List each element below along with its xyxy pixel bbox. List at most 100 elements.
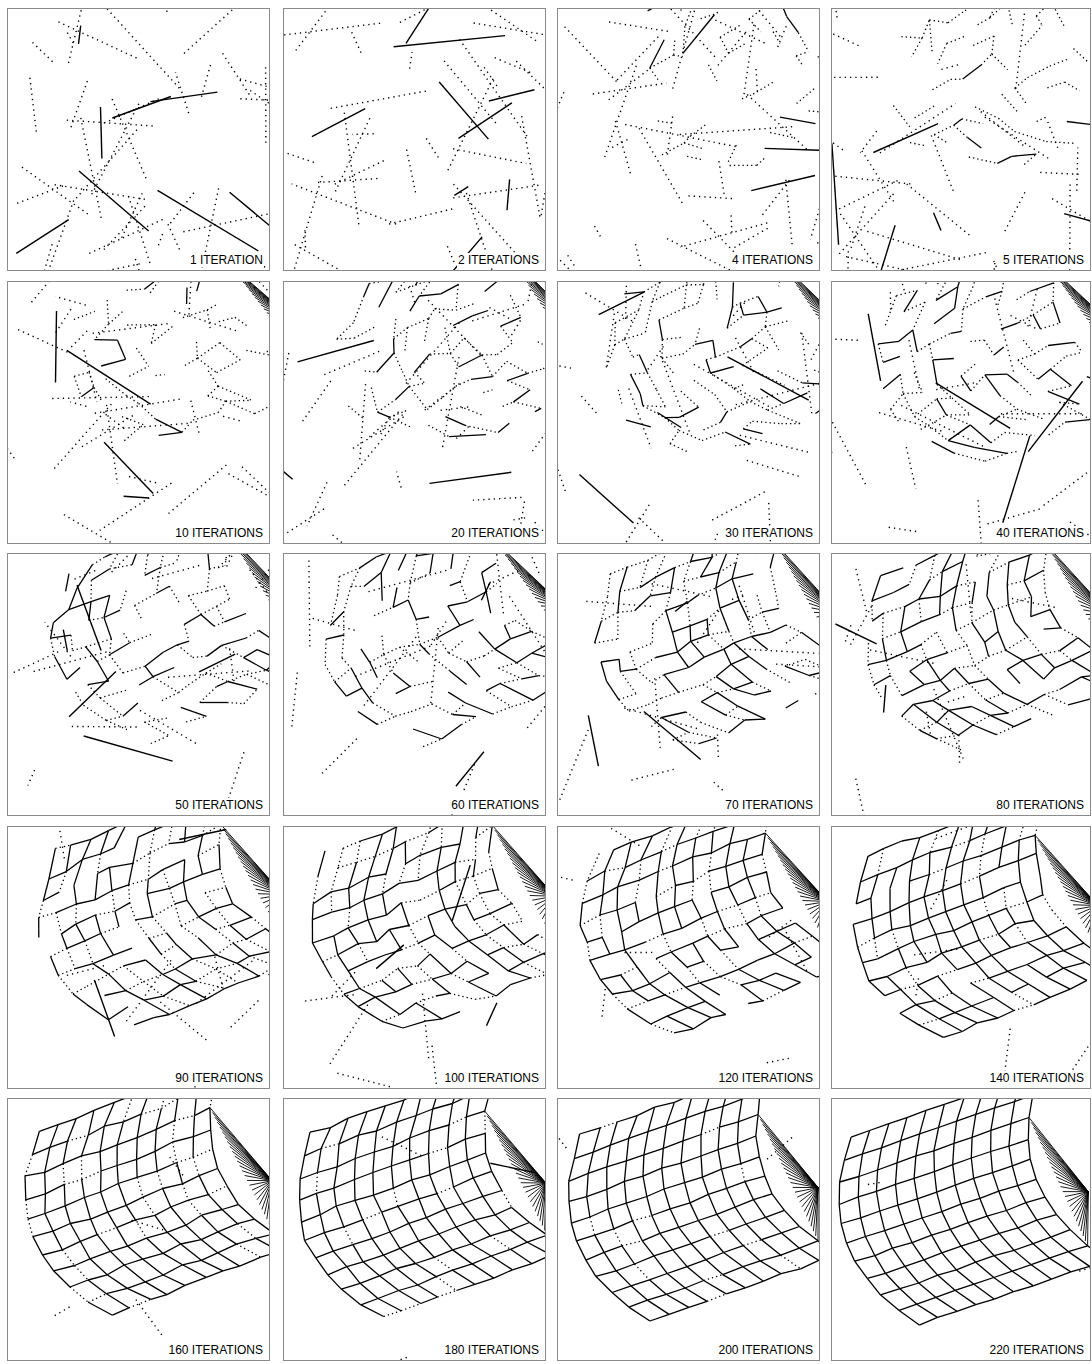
mesh-edge	[129, 863, 133, 885]
mesh-edge	[738, 706, 765, 719]
hatch-line	[1054, 282, 1090, 329]
mesh-edge	[1036, 9, 1051, 16]
mesh-edge	[73, 647, 86, 651]
mesh-edge	[415, 372, 425, 383]
mesh-edge	[996, 727, 1014, 735]
mesh-edge	[948, 425, 970, 441]
mesh-edge	[951, 78, 963, 80]
mesh-edge	[95, 874, 98, 900]
mesh-edge	[952, 586, 956, 608]
hatch-line	[784, 558, 819, 614]
mesh-edge	[98, 854, 101, 874]
mesh-edge	[49, 848, 56, 879]
mesh-edge	[693, 871, 709, 881]
mesh-edge	[689, 657, 705, 667]
mesh-edge	[656, 897, 658, 913]
mesh-edge	[313, 943, 323, 962]
mesh-edge	[921, 632, 936, 645]
dotted-trace	[101, 107, 102, 158]
dotted-trace	[52, 397, 150, 399]
mesh-edge	[624, 292, 644, 294]
dotted-trace	[181, 214, 268, 232]
mesh-edge	[1024, 555, 1029, 581]
mesh-edge	[1036, 16, 1042, 25]
dotted-trace	[230, 192, 269, 243]
dotted-trace	[44, 264, 140, 270]
mesh-edge	[107, 300, 108, 324]
mesh-edge	[971, 603, 973, 623]
mesh-edge	[652, 827, 672, 836]
mesh-edge	[511, 631, 532, 639]
mesh-edge	[344, 989, 360, 995]
mesh-edge	[595, 621, 602, 643]
dotted-trace	[122, 193, 143, 237]
dotted-trace	[79, 171, 149, 231]
dotted-trace	[714, 782, 726, 793]
mesh-edge	[671, 952, 687, 967]
mesh-edge	[67, 941, 85, 949]
mesh-edge	[658, 913, 663, 934]
mesh-edge	[681, 391, 699, 407]
mesh-edge	[383, 883, 400, 894]
mesh-edge	[587, 871, 605, 881]
mesh-edge	[62, 924, 76, 934]
mesh-edge	[757, 157, 766, 166]
mesh-edge	[728, 144, 737, 162]
mesh-edge	[903, 392, 922, 393]
hatch-line	[1071, 298, 1090, 329]
mesh-edge	[193, 656, 207, 657]
hatch-line	[785, 282, 819, 328]
dotted-trace	[34, 651, 111, 672]
mesh-edge	[743, 854, 762, 860]
mesh-edge	[730, 827, 735, 844]
mesh-edge	[249, 956, 269, 966]
mesh-edge	[686, 983, 700, 988]
mesh-edge	[146, 960, 163, 975]
mesh-edge	[744, 312, 768, 315]
mesh-edge	[395, 712, 411, 717]
mesh-edge	[49, 872, 66, 879]
mesh-edge	[970, 425, 991, 443]
mesh-edge	[729, 720, 745, 733]
mesh-edge	[110, 639, 112, 655]
mesh-edge	[512, 700, 533, 707]
mesh-edge	[524, 944, 544, 954]
dotted-trace	[81, 118, 102, 219]
mesh-edge	[743, 348, 768, 366]
mesh-edge	[86, 647, 98, 662]
mesh-edge	[109, 311, 124, 324]
mesh-edge	[360, 980, 382, 988]
mesh-edge	[441, 827, 442, 847]
mesh-edge	[762, 608, 779, 612]
mesh-edge	[952, 608, 956, 631]
dotted-trace	[902, 253, 987, 270]
mesh-edge	[618, 880, 640, 887]
mesh-edge	[163, 996, 189, 1006]
mesh-edge	[1044, 554, 1048, 570]
mesh-edge	[377, 716, 395, 724]
mesh-edge	[919, 580, 930, 599]
dotted-trace	[739, 586, 754, 634]
mesh-edge	[603, 871, 605, 895]
mesh-edge	[192, 955, 216, 959]
dotted-trace	[1052, 199, 1090, 256]
mesh-edge	[901, 37, 922, 38]
dotted-trace	[560, 260, 619, 270]
mesh-edge	[809, 676, 819, 684]
mesh-edge	[439, 891, 445, 910]
hatch-line	[497, 835, 545, 897]
mesh-edge	[1007, 374, 1017, 382]
mesh-edge	[377, 353, 394, 372]
mesh-edge	[396, 386, 410, 399]
mesh-edge	[149, 939, 161, 955]
mesh-edge	[81, 388, 94, 397]
mesh-edge	[648, 995, 665, 1001]
mesh-edge	[464, 338, 482, 355]
mesh-edge	[891, 394, 904, 410]
dotted-trace	[882, 282, 905, 290]
dotted-trace	[988, 509, 1040, 524]
dotted-trace	[92, 324, 168, 334]
mesh-edge	[949, 710, 973, 725]
mesh-edge	[176, 554, 183, 563]
